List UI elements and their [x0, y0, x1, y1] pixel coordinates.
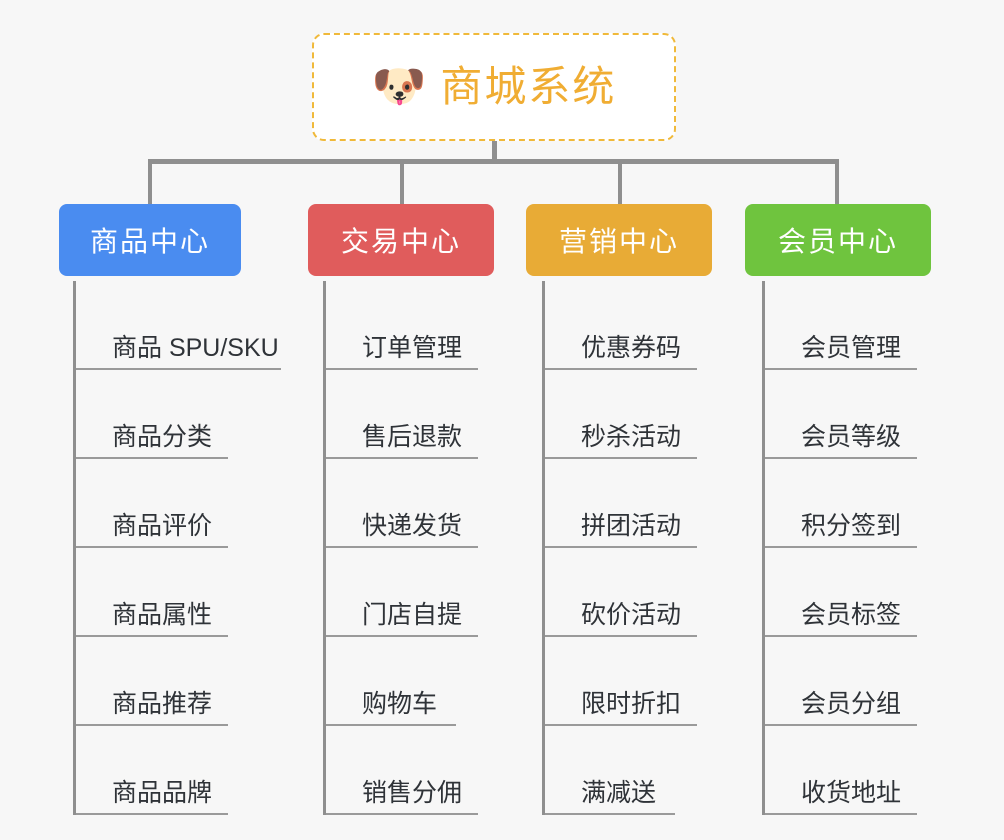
leaf-item[interactable]: 商品属性 [73, 548, 279, 637]
leaf-item[interactable]: 商品 SPU/SKU [73, 281, 281, 370]
category-box-member-center[interactable]: 会员中心 [745, 204, 931, 276]
leaf-underline [545, 457, 697, 459]
root-trunk-connector [492, 141, 497, 163]
leaf-item[interactable]: 商品品牌 [73, 726, 279, 815]
leaf-label: 会员标签 [801, 600, 902, 629]
leaf-item[interactable]: 商品分类 [73, 370, 279, 459]
leaf-item[interactable]: 购物车 [323, 637, 462, 726]
leaf-label: 会员管理 [801, 333, 902, 362]
leaf-item[interactable]: 秒杀活动 [542, 370, 697, 459]
leaf-label: 订单管理 [362, 333, 463, 362]
leaf-item[interactable]: 商品推荐 [73, 637, 279, 726]
leaf-item[interactable]: 商品评价 [73, 459, 279, 548]
leaf-underline [76, 546, 228, 548]
leaf-underline [545, 813, 675, 815]
shiba-dog-face-icon: 🐶 [371, 62, 427, 111]
leaf-item[interactable]: 收货地址 [762, 726, 917, 815]
leaf-label: 收货地址 [801, 778, 902, 807]
leaf-item[interactable]: 订单管理 [323, 281, 478, 370]
category-label-trade-center: 交易中心 [340, 226, 461, 257]
leaf-underline [545, 724, 697, 726]
leaf-label: 门店自提 [362, 600, 463, 629]
leaf-underline [326, 813, 478, 815]
leaf-item[interactable]: 会员标签 [762, 548, 917, 637]
leaf-item[interactable]: 销售分佣 [323, 726, 478, 815]
leaf-underline [765, 457, 917, 459]
leaf-label: 砍价活动 [581, 600, 682, 629]
leaf-underline [765, 635, 917, 637]
leaf-label: 拼团活动 [581, 511, 682, 540]
leaf-label: 商品推荐 [112, 689, 213, 718]
leaf-item[interactable]: 会员分组 [762, 637, 917, 726]
leaf-label: 商品评价 [112, 511, 213, 540]
horizontal-bus-connector [148, 159, 839, 164]
leaf-label: 商品属性 [112, 600, 213, 629]
leaf-underline [76, 813, 228, 815]
leaf-underline [326, 724, 456, 726]
leaf-item[interactable]: 会员等级 [762, 370, 917, 459]
leaf-underline [326, 368, 478, 370]
leaf-label: 会员分组 [801, 689, 902, 718]
leaf-label: 积分签到 [801, 511, 902, 540]
category-box-product-center[interactable]: 商品中心 [59, 204, 241, 276]
leaf-label: 会员等级 [801, 422, 902, 451]
leaf-label: 商品分类 [112, 422, 213, 451]
leaf-underline [326, 635, 478, 637]
drop-connector-marketing-center [618, 159, 622, 204]
leaf-label: 满减送 [581, 778, 657, 807]
leaf-underline [76, 457, 228, 459]
leaf-underline [76, 635, 228, 637]
leaf-item[interactable]: 会员管理 [762, 281, 917, 370]
leaf-underline [545, 635, 697, 637]
leaf-item[interactable]: 优惠券码 [542, 281, 697, 370]
drop-connector-product-center [148, 159, 152, 204]
category-label-product-center: 商品中心 [89, 226, 210, 257]
leaf-underline [765, 724, 917, 726]
leaf-underline [545, 368, 697, 370]
leaf-item[interactable]: 售后退款 [323, 370, 478, 459]
root-node-title: 商城系统 [440, 63, 617, 110]
leaf-underline [765, 813, 917, 815]
category-box-trade-center[interactable]: 交易中心 [308, 204, 494, 276]
leaf-item[interactable]: 限时折扣 [542, 637, 697, 726]
leaf-label: 商品 SPU/SKU [112, 333, 279, 362]
leaf-label: 商品品牌 [112, 778, 213, 807]
leaf-underline [76, 368, 281, 370]
leaf-item[interactable]: 满减送 [542, 726, 681, 815]
category-label-marketing-center: 营销中心 [558, 226, 679, 257]
leaf-column-member-center: 会员管理 会员等级 积分签到 会员标签 会员分组 收货地址 [762, 281, 917, 815]
leaf-item[interactable]: 拼团活动 [542, 459, 697, 548]
leaf-label: 秒杀活动 [581, 422, 682, 451]
leaf-label: 购物车 [362, 689, 438, 718]
leaf-underline [545, 546, 697, 548]
leaf-item[interactable]: 积分签到 [762, 459, 917, 548]
leaf-underline [765, 546, 917, 548]
leaf-label: 限时折扣 [581, 689, 682, 718]
leaf-underline [326, 546, 478, 548]
leaf-label: 售后退款 [362, 422, 463, 451]
leaf-underline [765, 368, 917, 370]
leaf-item[interactable]: 门店自提 [323, 548, 478, 637]
leaf-label: 快递发货 [362, 511, 463, 540]
leaf-underline [326, 457, 478, 459]
drop-connector-trade-center [400, 159, 404, 204]
leaf-label: 优惠券码 [581, 333, 682, 362]
category-box-marketing-center[interactable]: 营销中心 [526, 204, 712, 276]
leaf-item[interactable]: 快递发货 [323, 459, 478, 548]
leaf-item[interactable]: 砍价活动 [542, 548, 697, 637]
root-node-mall-system[interactable]: 🐶 商城系统 [312, 33, 676, 141]
leaf-column-product-center: 商品 SPU/SKU 商品分类 商品评价 商品属性 商品推荐 商品品牌 [73, 281, 281, 815]
category-label-member-center: 会员中心 [777, 226, 898, 257]
leaf-label: 销售分佣 [362, 778, 463, 807]
leaf-column-marketing-center: 优惠券码 秒杀活动 拼团活动 砍价活动 限时折扣 满减送 [542, 281, 697, 815]
leaf-underline [76, 724, 228, 726]
drop-connector-member-center [835, 159, 839, 204]
leaf-column-trade-center: 订单管理 售后退款 快递发货 门店自提 购物车 销售分佣 [323, 281, 478, 815]
